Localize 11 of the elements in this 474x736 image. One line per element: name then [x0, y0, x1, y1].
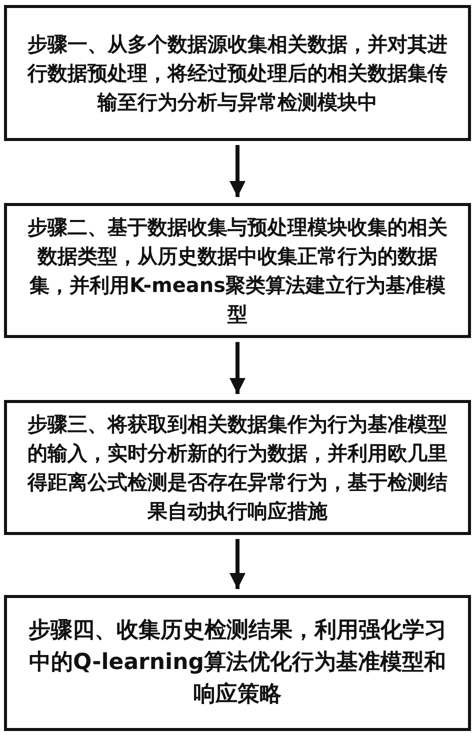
- step-text: 步骤四、收集历史检测结果，利用强化学习中的Q-learning算法优化行为基准模型和响应策略: [28, 617, 448, 709]
- arrow: [230, 342, 246, 394]
- step-text: 步骤一、从多个数据源收集相关数据，并对其进行数据预处理，将经过预处理后的相关数据集传输至行为分析与异常检测模块中: [26, 30, 448, 116]
- process-box: [4, 5, 471, 141]
- step-text: 步骤三、将获取到相关数据集作为行为基准模型的输入，实时分析新的行为数据，并利用欧几里得距离公式检测是否存在异常行为，基于检测结果自动执行响应措施: [26, 410, 448, 524]
- process-box: [4, 400, 471, 535]
- process-box: [4, 595, 471, 731]
- process-box: [4, 203, 471, 338]
- arrow: [230, 539, 246, 589]
- arrow: [230, 145, 246, 197]
- step-text: 步骤二、基于数据收集与预处理模块收集的相关数据类型，从历史数据中收集正常行为的数据集，并利用K-means聚类算法建立行为基准模型: [26, 214, 448, 328]
